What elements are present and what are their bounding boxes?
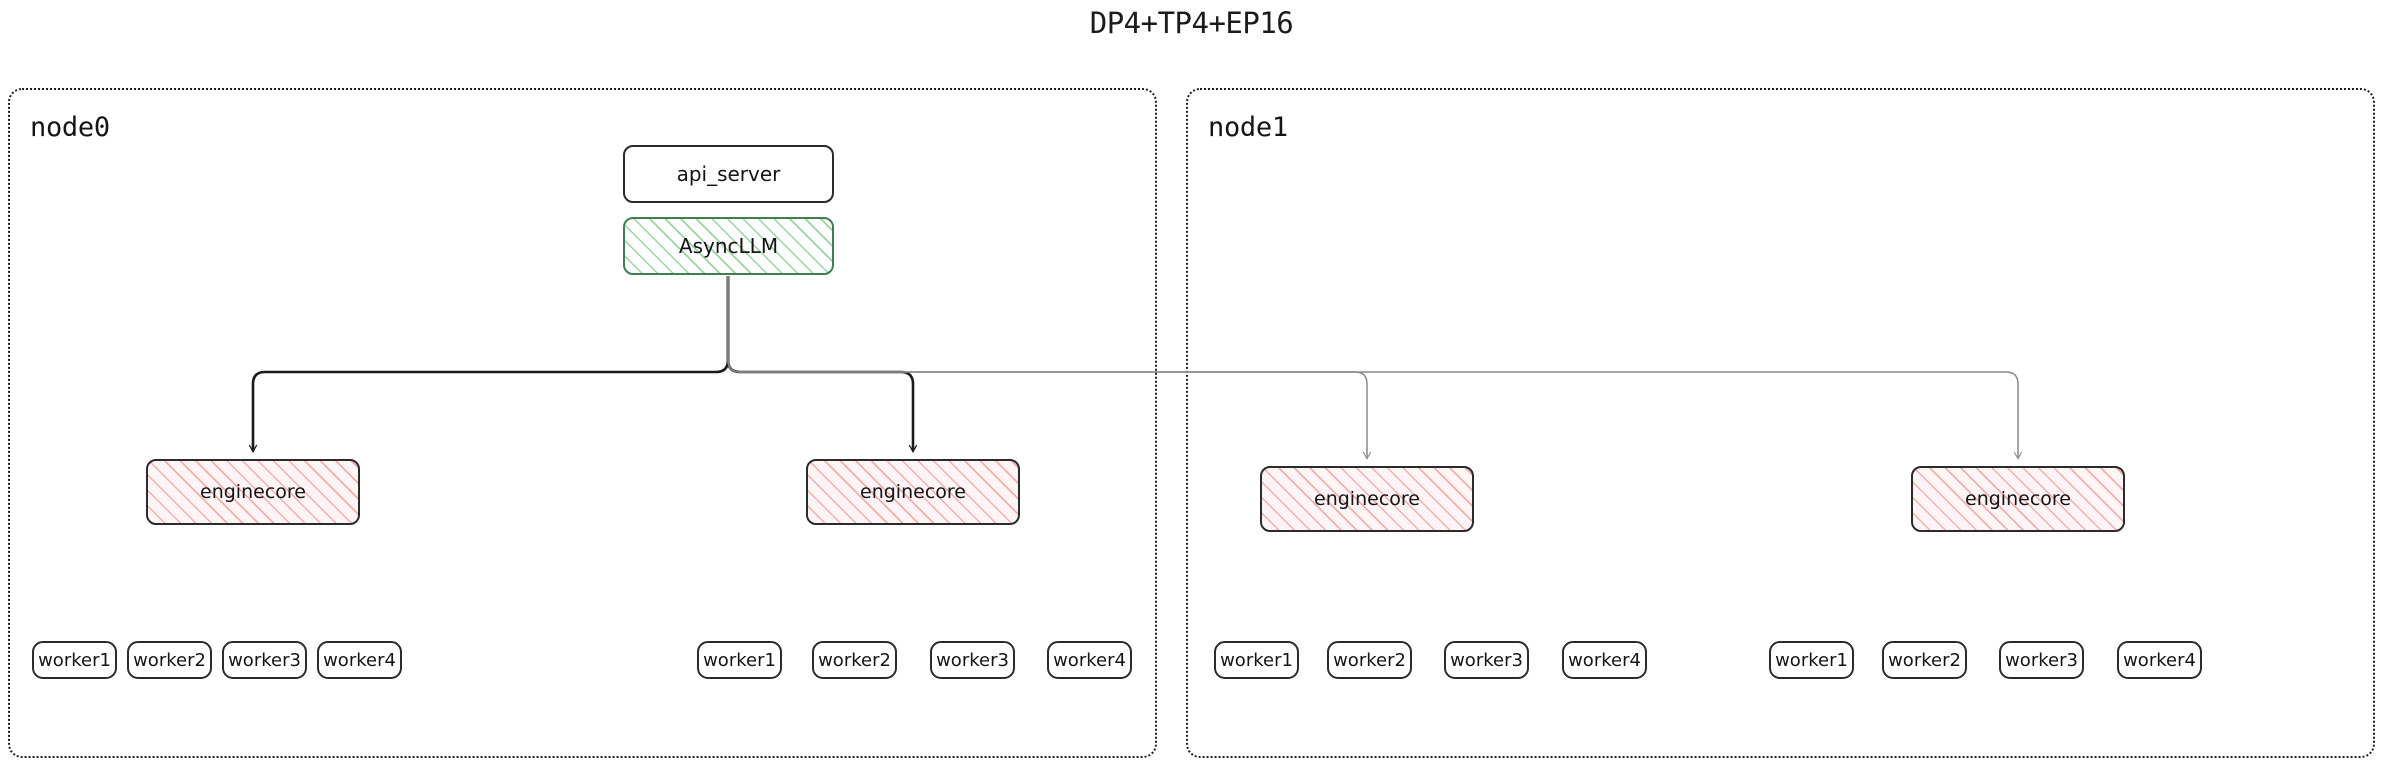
- node-enginecore_n0_b[interactable]: enginecore: [806, 459, 1020, 525]
- node-workers-node0-group1-worker3[interactable]: worker3: [222, 641, 307, 679]
- node-workers-node0-group2-worker2[interactable]: worker2: [812, 641, 897, 679]
- node-label-worker: worker4: [1053, 649, 1126, 671]
- node-label-api_server: api_server: [676, 162, 781, 186]
- cluster-label-node1: node1: [1208, 112, 1288, 143]
- node-label-worker: worker4: [2123, 649, 2196, 671]
- node-workers-node0-group1-worker1[interactable]: worker1: [32, 641, 117, 679]
- node-workers-node1-group2-worker3[interactable]: worker3: [1999, 641, 2084, 679]
- node-workers-node1-group2-worker4[interactable]: worker4: [2117, 641, 2202, 679]
- node-label-enginecore_n0_a: enginecore: [200, 481, 306, 503]
- node-label-worker: worker3: [228, 649, 301, 671]
- node-workers-node0-group2-worker4[interactable]: worker4: [1047, 641, 1132, 679]
- node-enginecore_n0_a[interactable]: enginecore: [146, 459, 360, 525]
- node-label-worker: worker3: [2005, 649, 2078, 671]
- node-label-worker: worker2: [133, 649, 206, 671]
- node-api_server[interactable]: api_server: [623, 145, 834, 203]
- node-label-worker: worker4: [323, 649, 396, 671]
- node-label-worker: worker1: [1775, 649, 1848, 671]
- node-async_llm[interactable]: AsyncLLM: [623, 217, 834, 275]
- node-workers-node1-group1-worker3[interactable]: worker3: [1444, 641, 1529, 679]
- node-label-worker: worker4: [1568, 649, 1641, 671]
- node-workers-node1-group2-worker2[interactable]: worker2: [1882, 641, 1967, 679]
- node-workers-node1-group1-worker2[interactable]: worker2: [1327, 641, 1412, 679]
- node-label-worker: worker1: [1220, 649, 1293, 671]
- node-label-async_llm: AsyncLLM: [678, 234, 779, 258]
- node-workers-node0-group1-worker2[interactable]: worker2: [127, 641, 212, 679]
- node-label-worker: worker1: [38, 649, 111, 671]
- node-label-enginecore_n1_a: enginecore: [1314, 488, 1420, 510]
- node-enginecore_n1_a[interactable]: enginecore: [1260, 466, 1474, 532]
- node-workers-node1-group1-worker1[interactable]: worker1: [1214, 641, 1299, 679]
- node-workers-node0-group1-worker4[interactable]: worker4: [317, 641, 402, 679]
- node-label-enginecore_n1_b: enginecore: [1965, 488, 2071, 510]
- node-workers-node1-group2-worker1[interactable]: worker1: [1769, 641, 1854, 679]
- node-workers-node0-group2-worker1[interactable]: worker1: [697, 641, 782, 679]
- node-label-worker: worker1: [703, 649, 776, 671]
- node-workers-node0-group2-worker3[interactable]: worker3: [930, 641, 1015, 679]
- node-workers-node1-group1-worker4[interactable]: worker4: [1562, 641, 1647, 679]
- cluster-label-node0: node0: [30, 112, 110, 143]
- node-label-worker: worker2: [1888, 649, 1961, 671]
- node-label-worker: worker3: [1450, 649, 1523, 671]
- page-title: DP4+TP4+EP16: [1089, 6, 1294, 40]
- node-label-enginecore_n0_b: enginecore: [860, 481, 966, 503]
- node-label-worker: worker2: [818, 649, 891, 671]
- node-label-worker: worker3: [936, 649, 1009, 671]
- node-label-worker: worker2: [1333, 649, 1406, 671]
- node-enginecore_n1_b[interactable]: enginecore: [1911, 466, 2125, 532]
